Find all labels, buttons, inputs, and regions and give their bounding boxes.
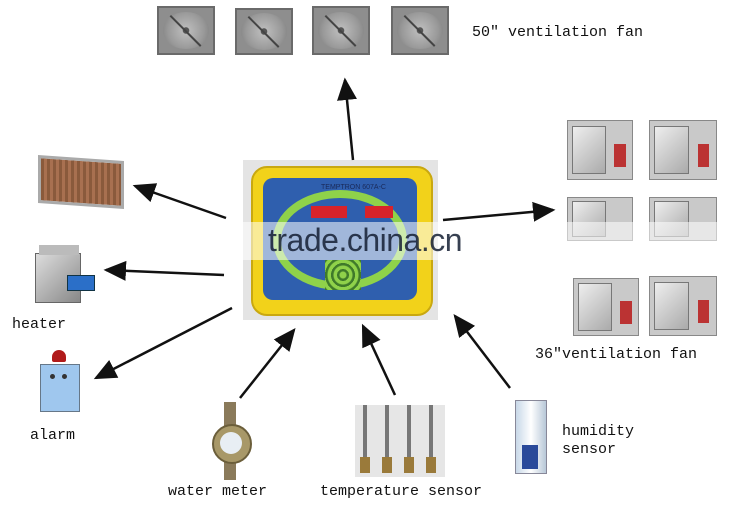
watermark-text: trade.china.cn [268,222,463,258]
alarm-image [40,350,80,412]
controller-brand: TEMPTRON 607A-C [321,184,386,191]
fan-36-image [649,276,717,336]
arrow-from-water-meter [239,328,296,399]
arrow-from-humidity-sensor [453,314,511,389]
watermark-band [176,222,736,260]
arrow-to-fan-36 [442,201,556,222]
alarm-label: alarm [30,427,76,444]
fan-36-label: 36″ventilation fan [535,346,698,363]
fan-50-label: 50″ ventilation fan [472,24,644,41]
water-meter-image [208,402,254,480]
arrow-to-alarm [93,306,233,380]
water-meter-label: water meter [168,483,268,500]
fan-50-image [391,6,449,55]
fan-50-image [312,6,370,55]
fan-36-image [573,278,639,336]
temperature-sensor-label: temperature sensor [320,483,483,500]
heater-image [35,245,95,305]
humidity-sensor-label-1: humidity [562,423,635,440]
fan-36-image [567,120,633,180]
temperature-sensor-image [355,405,445,477]
fan-50-image [235,8,293,55]
arrow-to-fan-50 [337,77,357,161]
arrow-to-cooling-pad [132,183,227,220]
fan-50-image [157,6,215,55]
humidity-sensor-image [515,400,547,474]
arrow-from-temperature-sensor [361,323,397,396]
humidity-sensor-label-2: sensor [562,441,617,458]
fan-36-image [649,120,717,180]
arrow-to-heater [103,260,225,281]
heater-label: heater [12,316,67,333]
